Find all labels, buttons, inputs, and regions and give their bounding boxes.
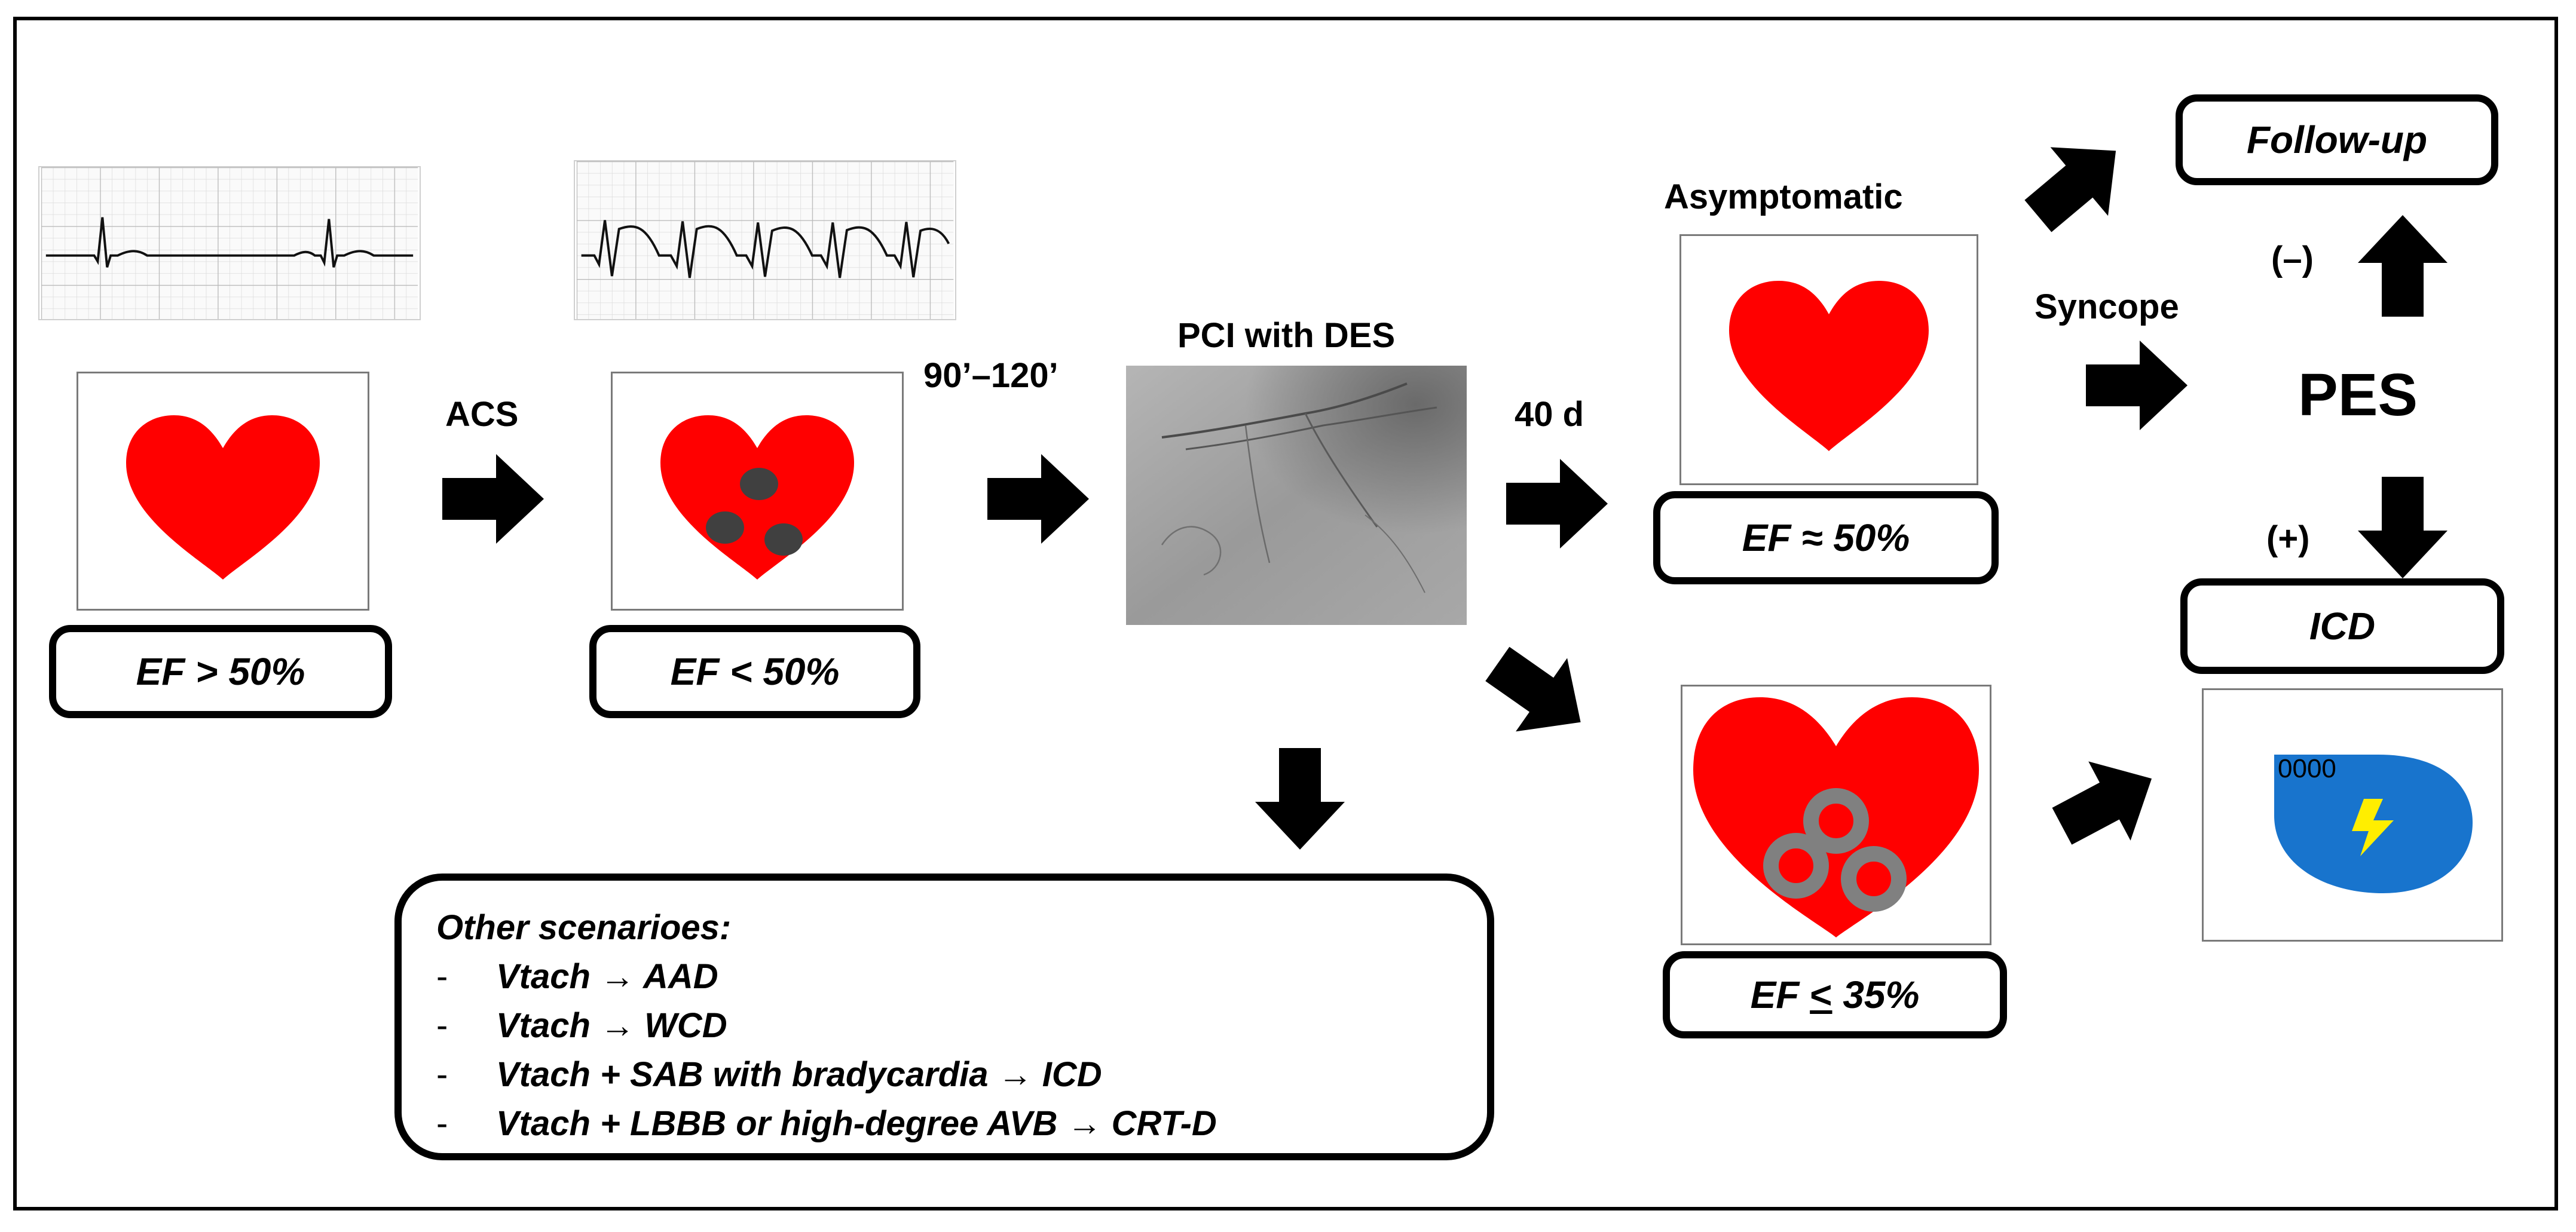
delay-label: 90’–120’	[923, 356, 1058, 395]
arrow-right-icon	[442, 454, 544, 544]
scenario-item: -Vtach + SAB with bradycardia → ICD	[436, 1055, 1102, 1094]
heart-infarct-icon	[660, 415, 854, 580]
heart-recovered-icon	[1729, 281, 1929, 451]
ef-recovered-box: EF ≈ 50%	[1653, 491, 1999, 584]
scar-ring	[1803, 788, 1869, 854]
heart-recovered-box	[1679, 234, 1978, 485]
ef-low-prefix: EF	[1750, 973, 1810, 1016]
scar-spot	[740, 468, 778, 500]
syncope-label: Syncope	[2035, 287, 2179, 326]
arrow-right-icon	[987, 454, 1089, 544]
arrow-down-icon	[2358, 477, 2447, 578]
icd-box: ICD	[2180, 578, 2504, 674]
arrow-right-icon	[1506, 459, 1608, 548]
ef-low-value: 35%	[1832, 973, 1920, 1016]
arrow-diag-up-icon	[2052, 761, 2152, 845]
follow-up-box: Follow-up	[2176, 94, 2498, 185]
asymptomatic-label: Asymptomatic	[1664, 177, 1903, 216]
acs-label: ACS	[445, 395, 519, 434]
scenario-item: -Vtach + LBBB or high-degree AVB → CRT-D	[436, 1104, 1217, 1143]
heart-infarct-box	[611, 372, 904, 611]
ecg-ischemic-strip	[574, 160, 956, 320]
ecg-normal-strip	[38, 166, 421, 320]
outer-frame	[13, 17, 2558, 1210]
scar-spot	[706, 511, 744, 544]
other-scenarios-box: Other scenarioes: -Vtach → AAD -Vtach → …	[394, 874, 1494, 1160]
ef-reduced-box: EF < 50%	[589, 625, 920, 718]
negative-result-label: (–)	[2271, 240, 2314, 278]
ef-low-box: EF < 35%	[1663, 951, 2007, 1038]
scar-spot	[764, 523, 803, 556]
lightning-bolt-icon	[2352, 799, 2394, 856]
icd-device-box: 0000	[2202, 688, 2503, 942]
scenario-item: -Vtach → WCD	[436, 1006, 727, 1045]
icd-device-icon: 0000	[2274, 754, 2473, 893]
days-label: 40 d	[1515, 395, 1584, 434]
arrow-down-icon	[1255, 748, 1345, 850]
heart-scarred-icon	[1693, 697, 1979, 937]
ef-normal-box: EF > 50%	[49, 625, 392, 718]
arrow-diag-down-icon	[1485, 646, 1581, 732]
arrow-right-icon	[2086, 341, 2188, 430]
arrow-up-icon	[2358, 215, 2447, 317]
positive-result-label: (+)	[2266, 519, 2310, 558]
icd-coil-label: 0000	[2278, 754, 2336, 783]
heart-scarred-box	[1681, 685, 1991, 945]
ef-low-symbol: <	[1810, 973, 1832, 1016]
arrow-diag-up-icon	[2024, 147, 2116, 232]
scar-ring	[1841, 846, 1907, 912]
heart-normal-icon	[126, 415, 320, 580]
pes-label: PES	[2298, 361, 2418, 428]
pci-label: PCI with DES	[1177, 316, 1396, 355]
other-scenarios-title: Other scenarioes:	[436, 908, 732, 947]
angiography-image	[1126, 366, 1467, 625]
scenario-item: -Vtach → AAD	[436, 957, 718, 996]
heart-normal-box	[77, 372, 369, 611]
scar-ring	[1763, 833, 1829, 899]
